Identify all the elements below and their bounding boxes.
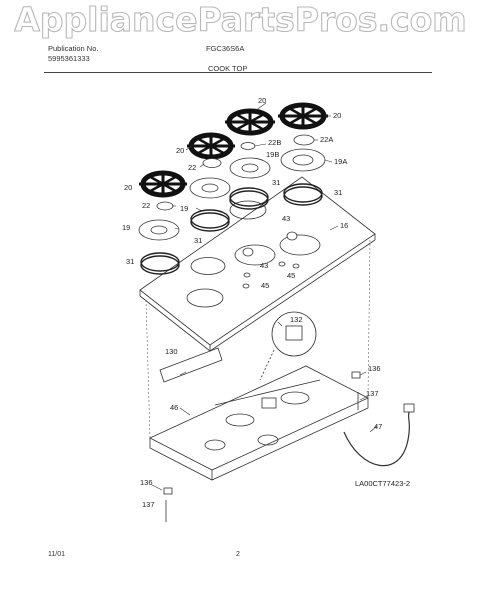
- part-label-20: 20: [258, 96, 266, 105]
- part-label-19: 19: [122, 223, 130, 232]
- page-number: 2: [236, 551, 240, 558]
- burner-grates: [139, 102, 328, 198]
- part-label-31: 31: [126, 257, 134, 266]
- footer-date: 11/01: [48, 551, 65, 558]
- watermark-text: AppliancePartsPros.com: [14, 0, 467, 40]
- part-label-22: 22: [188, 163, 196, 172]
- bracket-130: [159, 347, 223, 383]
- part-label-137: 137: [366, 389, 379, 398]
- cord-plug: [403, 403, 415, 413]
- part-label-43: 43: [260, 261, 268, 270]
- part-label-47: 47: [374, 422, 382, 431]
- part-label-45: 45: [287, 271, 295, 280]
- part-label-31: 31: [334, 188, 342, 197]
- part-labels: 20 20 20 20 22B 22A 22 19B 19A 22 19 31 …: [122, 96, 410, 509]
- burner-heads: [138, 148, 326, 241]
- part-label-20: 20: [333, 111, 341, 120]
- part-label-45: 45: [261, 281, 269, 290]
- part-label-20: 20: [176, 146, 184, 155]
- part-label-19: 19: [180, 204, 188, 213]
- part-label-132: 132: [290, 315, 303, 324]
- part-label-43: 43: [282, 214, 290, 223]
- part-label-20: 20: [124, 183, 132, 192]
- alignment-lines: [145, 239, 371, 439]
- section-title: COOK TOP: [208, 64, 248, 73]
- diagram-id: LA00CT77423-2: [355, 479, 410, 488]
- igniter-parts: [242, 231, 300, 289]
- burner-caps: [156, 134, 315, 211]
- burner-box: [149, 365, 369, 481]
- part-label-136: 136: [140, 478, 153, 487]
- cooktop-panel: [139, 176, 376, 352]
- burner-rings: [140, 183, 323, 275]
- part-label-19b: 19B: [266, 150, 279, 159]
- part-label-22a: 22A: [320, 135, 333, 144]
- screws: [163, 371, 361, 522]
- publication-number: 5995361333: [48, 54, 90, 63]
- part-label-130: 130: [165, 347, 178, 356]
- part-label-31: 31: [194, 236, 202, 245]
- part-label-16: 16: [340, 221, 348, 230]
- model-number: FGC36S6A: [206, 44, 245, 53]
- part-label-46: 46: [170, 403, 178, 412]
- leader-lines: [143, 102, 378, 491]
- part-label-136: 136: [368, 364, 381, 373]
- part-label-31: 31: [272, 178, 280, 187]
- power-cord: [343, 409, 411, 467]
- publication-label: Publication No.: [48, 44, 99, 53]
- part-label-22b: 22B: [268, 138, 281, 147]
- detail-132: [259, 311, 317, 381]
- part-label-137: 137: [142, 500, 155, 509]
- part-label-19a: 19A: [334, 157, 347, 166]
- header-rule: [44, 72, 432, 73]
- part-label-22: 22: [142, 201, 150, 210]
